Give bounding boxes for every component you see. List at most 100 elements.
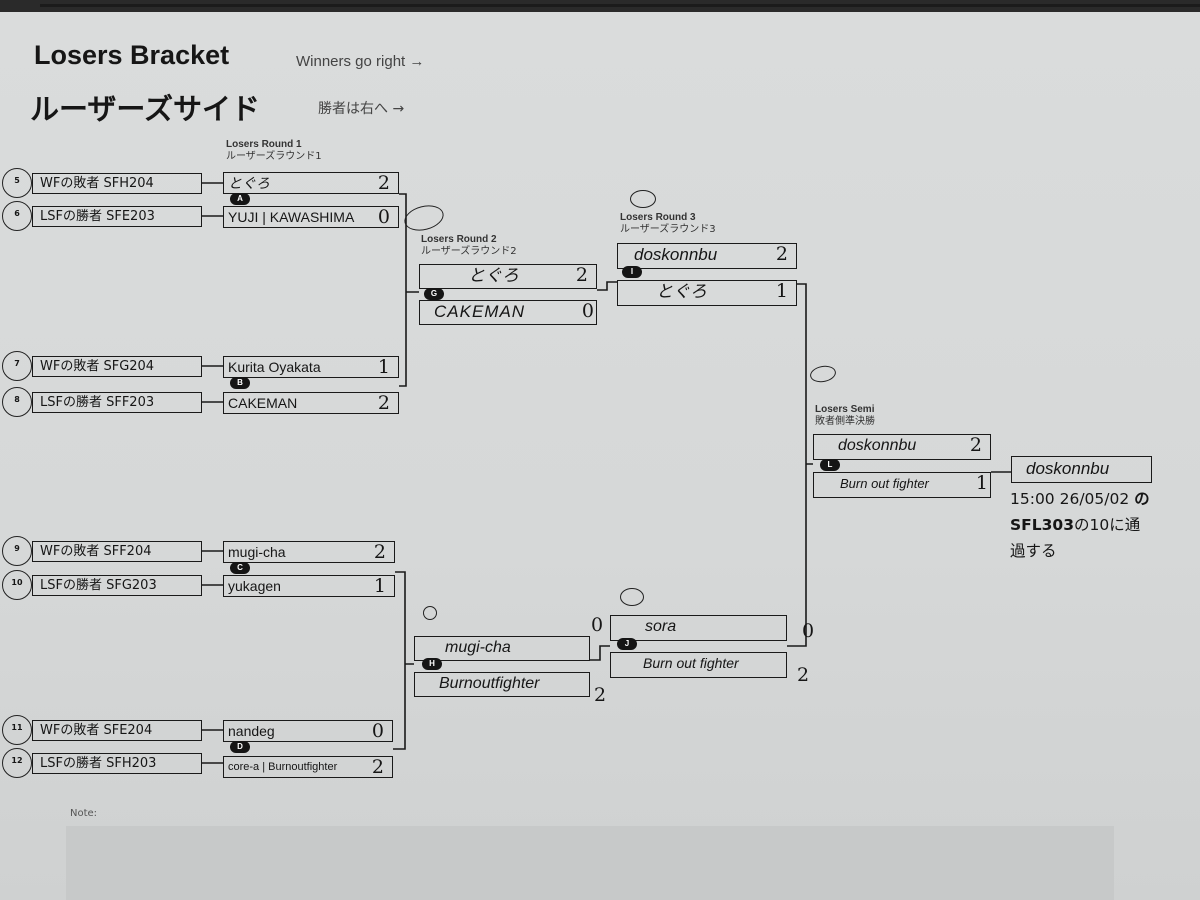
player-score: 1	[775, 280, 788, 302]
match-badge-h: H	[422, 658, 442, 670]
seed-circle-6: 6	[2, 201, 32, 231]
seed-label: WFの敗者 SFH204	[40, 176, 154, 191]
seed-label: WFの敗者 SFG204	[40, 359, 155, 374]
seed-label: WFの敗者 SFE204	[40, 723, 153, 738]
seed-slot-11: WFの敗者 SFE204	[32, 720, 202, 741]
player-name: nandeg	[228, 723, 275, 739]
seed-number: 5	[14, 176, 20, 185]
seed-number: 8	[14, 395, 20, 404]
round-label-r2-en: Losers Round 2	[421, 234, 497, 245]
handwritten-circle-mark	[620, 588, 644, 606]
match-badge-d: D	[230, 741, 250, 753]
player-name: CAKEMAN	[228, 395, 298, 411]
winner-note-time: 15:00 26/05/02	[1010, 490, 1135, 508]
note-label: Note:	[70, 808, 98, 819]
winner-note: 15:00 26/05/02 の SFL303の10に通 過する	[1010, 486, 1200, 564]
player-name: CAKEMAN	[434, 302, 526, 321]
winner-note-no: の	[1134, 490, 1150, 508]
player-name: とぐろ	[228, 175, 270, 191]
match-d-player2: core-a | Burnoutfighter 2	[223, 756, 393, 778]
seed-number: 6	[14, 209, 20, 218]
player-score: 1	[373, 575, 386, 597]
seed-circle-5: 5	[2, 168, 32, 198]
seed-circle-7: 7	[2, 351, 32, 381]
page-title-en: Losers Bracket	[34, 40, 230, 70]
match-c-player1: mugi-cha 2	[223, 541, 395, 563]
handwritten-circle-mark	[630, 190, 656, 208]
match-badge-c: C	[230, 562, 250, 574]
note-area	[66, 826, 1114, 900]
round-label-r3-jp: ルーザーズラウンド3	[620, 224, 716, 235]
page-subtitle-jp: 勝者は右へ →	[318, 101, 405, 117]
page-title-jp: ルーザーズサイド	[30, 92, 260, 126]
match-h-score1: 0	[591, 614, 604, 636]
match-h-player2: Burnoutfighter	[414, 672, 590, 697]
player-name: core-a | Burnoutfighter	[228, 761, 338, 773]
match-l-player2: Burn out fighter 1	[813, 472, 991, 498]
seed-number: 10	[11, 578, 23, 587]
player-score: 2	[373, 541, 386, 563]
player-score: 0	[377, 206, 390, 228]
player-name: Kurita Oyakata	[228, 359, 321, 375]
match-h-player1: mugi-cha	[414, 636, 590, 661]
seed-circle-12: 12	[2, 748, 32, 778]
player-name: YUJI | KAWASHIMA	[228, 209, 355, 225]
seed-number: 7	[14, 359, 20, 368]
player-score: 2	[377, 172, 390, 194]
match-badge-j: J	[617, 638, 637, 650]
player-score: 0	[581, 300, 594, 322]
match-j-score1: 0	[802, 620, 815, 642]
player-score: 1	[975, 472, 988, 494]
player-name: mugi-cha	[228, 544, 286, 560]
player-score: 2	[575, 264, 588, 286]
match-a-player1: とぐろ 2	[223, 172, 399, 194]
match-badge-b: B	[230, 377, 250, 389]
winner-note-slot: の10に通	[1073, 516, 1141, 534]
seed-number: 11	[11, 723, 23, 732]
page-subtitle-en: Winners go right →	[296, 53, 425, 70]
round-label-r3-en: Losers Round 3	[620, 212, 696, 223]
seed-slot-8: LSFの勝者 SFF203	[32, 392, 202, 413]
player-name: sora	[645, 618, 677, 635]
match-j-score2: 2	[797, 664, 810, 686]
winner-note-end: 過する	[1010, 542, 1057, 560]
match-h-score2: 2	[594, 684, 607, 706]
match-b-player2: CAKEMAN 2	[223, 392, 399, 414]
round-label-semi-jp: 敗者側準決勝	[815, 416, 875, 427]
round-label-r3: Losers Round 3 ルーザーズラウンド3	[620, 212, 716, 236]
match-g-player2: CAKEMAN 0	[419, 300, 597, 325]
seed-slot-5: WFの敗者 SFH204	[32, 173, 202, 194]
winner-name: doskonnbu	[1026, 459, 1110, 478]
seed-slot-9: WFの敗者 SFF204	[32, 541, 202, 562]
winner-note-venue: SFL303	[1010, 516, 1074, 534]
seed-number: 9	[14, 544, 20, 553]
seed-slot-10: LSFの勝者 SFG203	[32, 575, 202, 596]
player-name: Burnoutfighter	[439, 675, 540, 692]
round-label-r1: Losers Round 1 ルーザーズラウンド1	[226, 139, 322, 163]
match-j-player1: sora	[610, 615, 787, 641]
seed-number: 12	[11, 756, 23, 765]
match-i-player1: doskonnbu 2	[617, 243, 797, 269]
match-c-player2: yukagen 1	[223, 575, 395, 597]
match-badge-i: I	[622, 266, 642, 278]
seed-circle-9: 9	[2, 536, 32, 566]
match-j-player2: Burn out fighter	[610, 652, 787, 678]
match-l-player1: doskonnbu 2	[813, 434, 991, 460]
player-score: 2	[969, 434, 982, 456]
seed-circle-8: 8	[2, 387, 32, 417]
player-name: doskonnbu	[838, 437, 917, 454]
round-label-r1-en: Losers Round 1	[226, 139, 302, 150]
player-name: とぐろ	[656, 282, 707, 301]
player-score: 1	[377, 356, 390, 378]
seed-label: LSFの勝者 SFG203	[40, 578, 157, 593]
match-g-player1: とぐろ 2	[419, 264, 597, 289]
player-name: yukagen	[228, 578, 281, 594]
player-name: Burn out fighter	[840, 476, 929, 491]
seed-label: LSFの勝者 SFF203	[40, 395, 155, 410]
player-score: 0	[371, 720, 384, 742]
player-score: 2	[377, 392, 390, 414]
seed-label: LSFの勝者 SFE203	[40, 209, 155, 224]
player-name: Burn out fighter	[643, 655, 739, 671]
